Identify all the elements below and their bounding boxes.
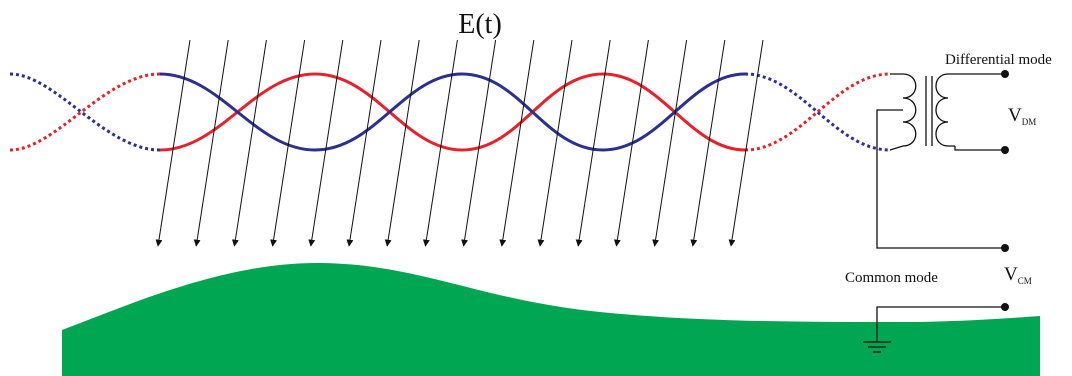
wire-left-dotted-a: [9, 72, 161, 152]
primary-coil: [889, 73, 917, 151]
field-arrow: [193, 39, 229, 247]
wire-right-dotted-a: [744, 72, 891, 152]
terminal-dm-top: [1001, 70, 1009, 78]
field-arrows: [155, 39, 764, 247]
vcm-subscript: CM: [1018, 276, 1032, 286]
cm-ground-lead: [876, 306, 1005, 342]
wire-blue: [159, 72, 746, 152]
wire-right-dotted-b: [744, 72, 891, 152]
differential-mode-label: Differential mode: [945, 52, 1052, 68]
field-label: E(t): [458, 9, 502, 40]
center-tap-lead: [876, 109, 1005, 249]
field-arrow: [384, 39, 420, 247]
common-mode-label: Common mode: [845, 270, 938, 286]
terminal-cm-top: [1001, 244, 1009, 252]
ground-terrain: [62, 262, 1040, 376]
field-arrow: [422, 39, 458, 247]
field-arrow: [728, 39, 764, 247]
field-arrow: [346, 39, 382, 247]
field-arrow: [690, 39, 726, 247]
wire-left-dotted-b: [9, 72, 161, 152]
field-arrow: [575, 39, 611, 247]
transformer-circuit: [863, 73, 1005, 353]
terminal-dm-bottom: [1001, 146, 1009, 154]
field-arrow: [231, 39, 267, 247]
field-arrow: [613, 39, 649, 247]
vcm-label: VCM: [1004, 264, 1032, 286]
twisted-pair: [9, 72, 891, 152]
secondary-coil: [935, 73, 955, 147]
field-arrow: [461, 39, 497, 247]
dm-bottom-lead: [954, 146, 1005, 151]
field-arrow: [308, 39, 344, 247]
terminal-cm-bottom: [1001, 303, 1009, 311]
field-arrow: [155, 39, 191, 247]
vcm-main: V: [1004, 264, 1018, 285]
field-arrow: [499, 39, 535, 247]
vdm-main: V: [1008, 105, 1022, 126]
vdm-label: VDM: [1008, 105, 1036, 127]
wire-red: [159, 72, 746, 152]
field-arrow: [537, 39, 573, 247]
field-arrow: [270, 39, 306, 247]
vdm-subscript: DM: [1022, 117, 1037, 127]
field-arrow: [652, 39, 688, 247]
